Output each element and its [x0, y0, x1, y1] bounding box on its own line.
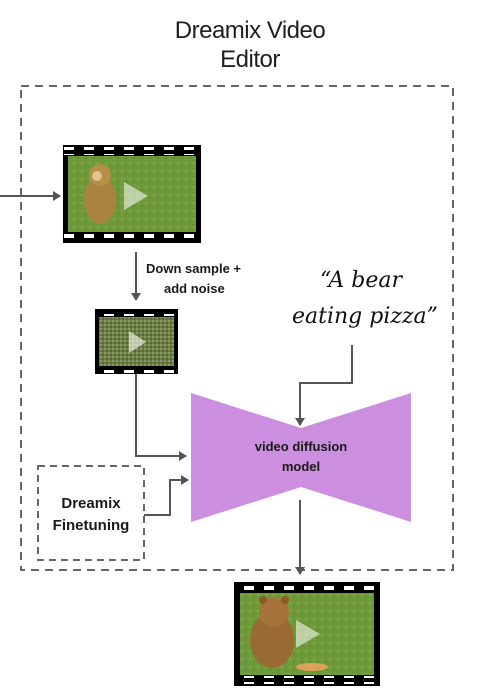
play-icon [129, 331, 146, 353]
finetuning-label-line1: Dreamix [61, 495, 121, 512]
finetuning-to-model-arrow [144, 475, 189, 516]
finetuning-box [37, 465, 145, 561]
page-title-line1: Dreamix Video [175, 17, 326, 44]
prompt-line2: eating pizza” [292, 304, 438, 329]
video-diffusion-model-shape [191, 393, 411, 522]
play-icon [124, 182, 148, 210]
model-label-line1: video diffusion [255, 439, 348, 454]
editor-boundary [20, 85, 454, 571]
play-icon [296, 620, 320, 648]
monkey-figure [84, 164, 116, 224]
prompt-to-model-arrow [295, 345, 353, 426]
noisy-to-model-arrow [135, 374, 187, 461]
model-label-line2: model [282, 459, 320, 474]
prompt-line1: “A bear [320, 268, 404, 293]
input-video-thumbnail [63, 145, 201, 243]
page-title-line2: Editor [220, 46, 280, 73]
downsample-label-line1: Down sample + [146, 261, 241, 276]
noisy-video-thumbnail [95, 309, 178, 374]
finetuning-label-line2: Finetuning [53, 517, 130, 534]
downsample-label-line2: add noise [164, 281, 225, 296]
output-video-thumbnail [234, 582, 380, 686]
bear-figure [250, 596, 328, 671]
